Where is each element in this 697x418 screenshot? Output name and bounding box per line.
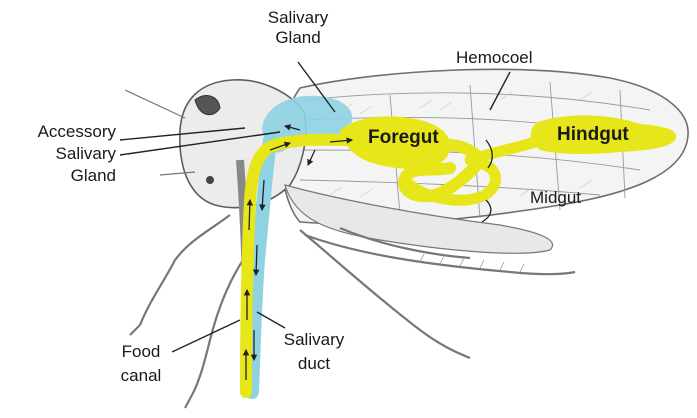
ocellus (206, 176, 214, 184)
label-accessory-salivary-gland: Accessory Salivary Gland (0, 122, 116, 186)
label-salivary-duct-line2: duct (264, 354, 364, 374)
label-salivary-gland-line2: Gland (248, 28, 348, 48)
label-hindgut: Hindgut (557, 125, 629, 145)
label-food-canal-line2: canal (106, 366, 176, 386)
label-food-canal: Food canal (106, 342, 176, 386)
label-accessory-line3: Gland (0, 166, 116, 186)
label-midgut: Midgut (530, 188, 581, 208)
leader-food-canal (172, 320, 240, 352)
label-salivary-gland: Salivary Gland (248, 8, 348, 48)
label-food-canal-line1: Food (106, 342, 176, 362)
label-salivary-duct: Salivary duct (264, 330, 364, 374)
label-foregut: Foregut (368, 128, 439, 148)
label-salivary-duct-line1: Salivary (264, 330, 364, 350)
antenna (125, 90, 185, 118)
label-accessory-line2: Salivary (0, 144, 116, 164)
label-salivary-gland-line1: Salivary (248, 8, 348, 28)
label-hemocoel: Hemocoel (456, 48, 533, 68)
label-accessory-line1: Accessory (0, 122, 116, 142)
